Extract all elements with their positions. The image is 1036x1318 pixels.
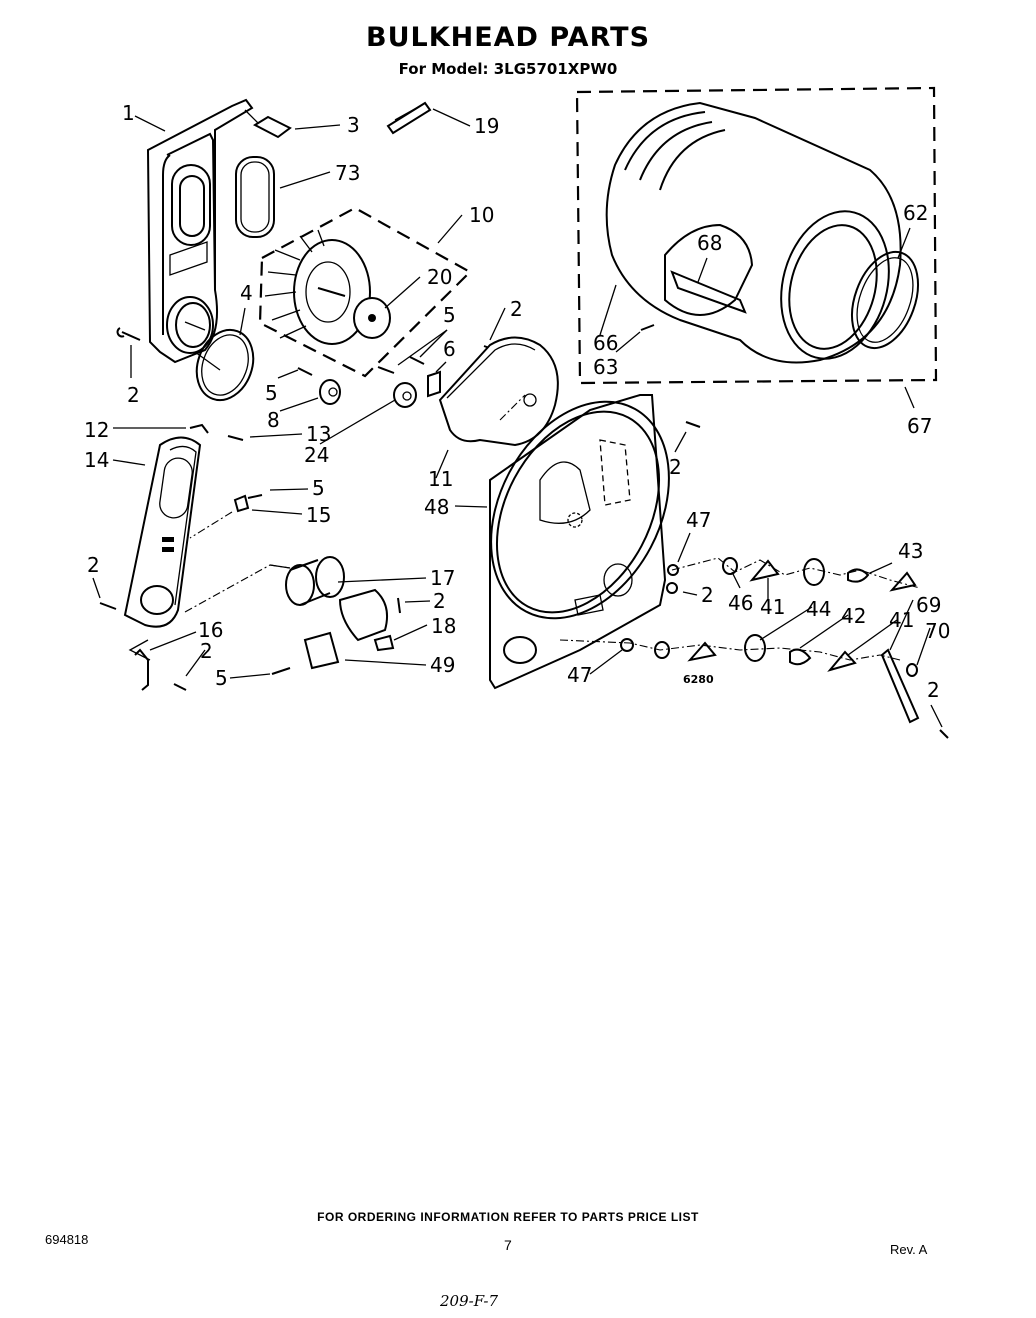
part-19-bracket [386, 101, 432, 135]
part-10-blower-wheel [258, 206, 472, 378]
callout-label: 62 [903, 201, 928, 225]
callout-label: 3 [347, 113, 360, 137]
callout-label: 47 [567, 663, 592, 687]
part-67-drum-assembly [575, 86, 938, 385]
revision-label: Rev. A [890, 1242, 928, 1257]
callout-label: 41 [889, 608, 914, 632]
callout-label: 11 [428, 467, 453, 491]
callout-label: 2 [669, 455, 682, 479]
callout-label: 63 [593, 355, 618, 379]
callout-label: 24 [304, 443, 329, 467]
document-number: 694818 [45, 1232, 89, 1247]
callout-label: 2 [127, 383, 140, 407]
callout-label: 16 [198, 618, 223, 642]
parts-8-24-6-bearings [319, 370, 441, 408]
part-73-gasket [235, 156, 275, 238]
part-16-bracket [128, 639, 151, 691]
page-title: BULKHEAD PARTS [365, 22, 651, 53]
callout-label: 69 [916, 593, 941, 617]
callout-label: 14 [84, 448, 109, 472]
callout-label: 46 [728, 591, 753, 615]
callout-label: 12 [84, 418, 109, 442]
leader-lines [92, 108, 943, 728]
callout-label: 68 [697, 231, 722, 255]
callout-label: 2 [701, 583, 714, 607]
callout-label: 42 [841, 604, 866, 628]
callout-label: 2 [927, 678, 940, 702]
callout-label: 2 [87, 553, 100, 577]
callout-label: 41 [760, 595, 785, 619]
callout-label: 13 [306, 422, 331, 446]
callout-label: 73 [335, 161, 360, 185]
callout-label: 5 [312, 476, 325, 500]
callout-label: 47 [686, 508, 711, 532]
callout-label: 1 [122, 101, 135, 125]
part-4-seal-ring [194, 328, 255, 402]
ordering-note: FOR ORDERING INFORMATION REFER TO PARTS … [317, 1210, 699, 1224]
part-3-clip [244, 109, 292, 139]
drawing-code: 6280 [683, 673, 714, 686]
callout-label: 4 [240, 281, 253, 305]
callout-label: 2 [200, 639, 213, 663]
callout-label: 5 [265, 381, 278, 405]
part-11-blower-housing [438, 336, 559, 447]
callout-label: 70 [925, 619, 950, 643]
callout-label: 19 [474, 114, 499, 138]
callout-label: 20 [427, 265, 452, 289]
parts-17-18-49 [184, 556, 395, 670]
callout-label: 6 [443, 337, 456, 361]
callout-label: 2 [433, 589, 446, 613]
callout-label: 44 [806, 597, 831, 621]
screws [99, 324, 949, 739]
part-48-rear-bulkhead [489, 394, 670, 690]
callout-label: 5 [443, 303, 456, 327]
part-1-duct-panel [146, 98, 254, 364]
callout-label: 49 [430, 653, 455, 677]
callout-label: 15 [306, 503, 331, 527]
callout-label: 43 [898, 539, 923, 563]
part-14-lint-duct [123, 436, 202, 628]
callout-label: 48 [424, 495, 449, 519]
callout-label: 10 [469, 203, 494, 227]
callout-label: 5 [215, 666, 228, 690]
part-15-clip [189, 494, 250, 539]
parts-12-13 [189, 423, 209, 434]
callout-labels: 1 3 19 73 10 20 4 5 2 6 2 5 8 12 13 24 1… [84, 101, 950, 702]
callout-label: 67 [907, 414, 932, 438]
handwritten-note: 209-F-7 [440, 1292, 499, 1310]
idler-parts-chain [559, 557, 921, 724]
callout-label: 17 [430, 566, 455, 590]
callout-label: 66 [593, 331, 618, 355]
callout-label: 18 [431, 614, 456, 638]
page-number: 7 [504, 1237, 512, 1253]
callout-label: 2 [510, 297, 523, 321]
callout-label: 8 [267, 408, 280, 432]
model-subtitle: For Model: 3LG5701XPW0 [398, 60, 618, 78]
